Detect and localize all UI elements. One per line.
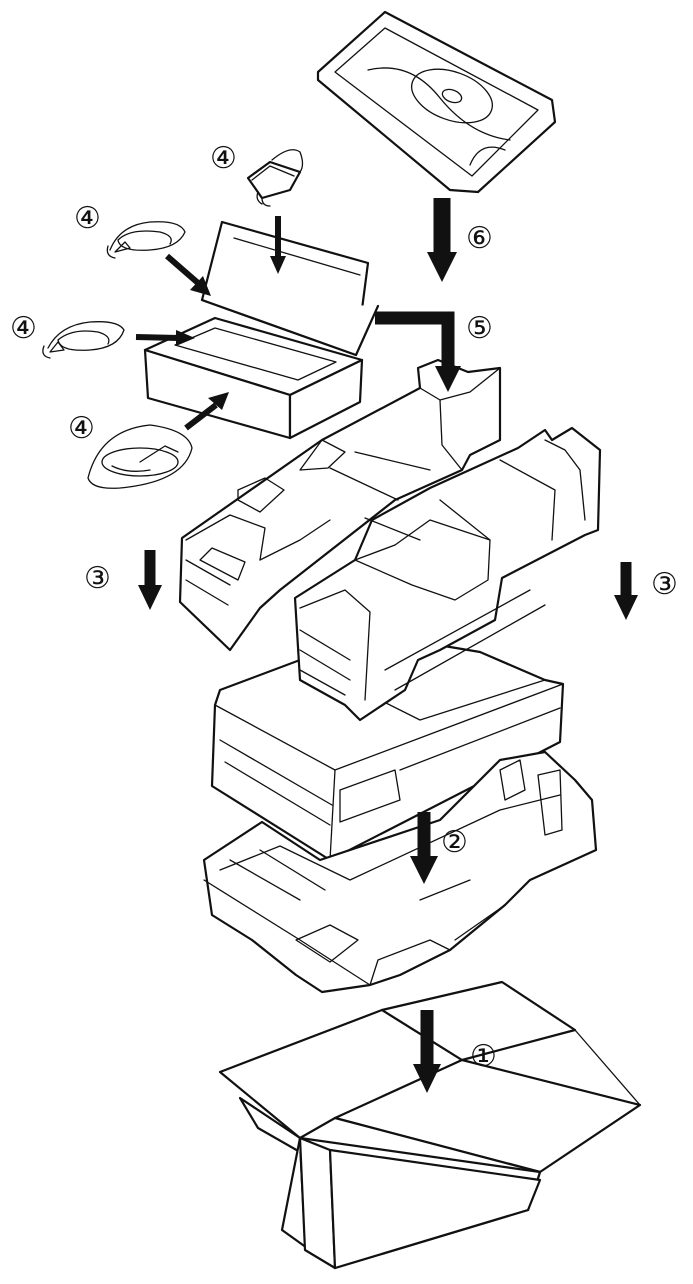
step-6-label: ⑥ <box>466 221 493 256</box>
power-cord-a <box>106 221 186 259</box>
ac-adapter <box>246 149 304 207</box>
arrow-3-right <box>614 562 638 620</box>
carton-box <box>218 980 642 1270</box>
upper-foam-left <box>178 358 502 652</box>
cable-bag <box>87 424 193 489</box>
upper-foam-right <box>293 426 602 722</box>
arrow-4-cable <box>184 392 229 431</box>
arrow-1 <box>413 1010 441 1093</box>
step-5-label: ⑤ <box>466 311 493 346</box>
step-4-adapter-label: ④ <box>210 141 237 176</box>
arrow-3-left <box>138 550 162 610</box>
step-3-left-label: ③ <box>84 561 111 596</box>
document-package <box>316 10 557 194</box>
step-4-cord-a-label: ④ <box>74 201 101 236</box>
arrow-5 <box>375 311 461 392</box>
step-3-right-label: ③ <box>651 567 678 602</box>
arrow-4-adapter <box>270 216 286 274</box>
step-4-cable-label: ④ <box>68 411 95 446</box>
arrow-4-cord-b <box>135 330 195 346</box>
step-4-cord-b-label: ④ <box>10 311 37 346</box>
bottom-foam <box>202 750 598 994</box>
arrow-6 <box>427 198 457 282</box>
arrow-4-cord-a <box>165 253 211 296</box>
step-2-label: ② <box>441 825 468 860</box>
power-cord-b <box>42 321 125 359</box>
arrow-2 <box>410 812 438 884</box>
accessory-box <box>143 220 380 440</box>
step-1-label: ① <box>470 1039 497 1074</box>
printer <box>210 638 565 862</box>
